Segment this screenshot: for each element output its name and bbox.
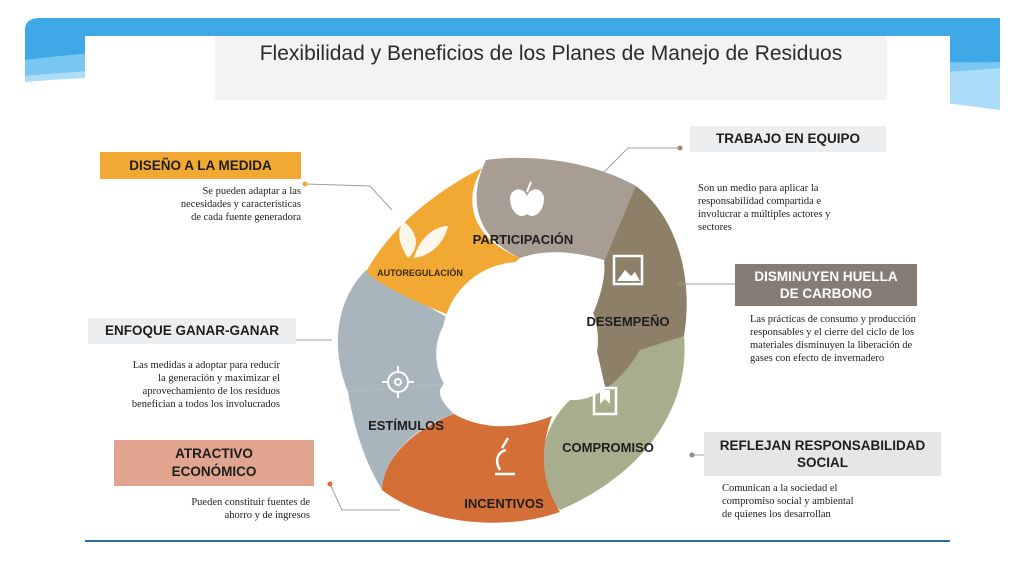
- label-desempeno: DESEMPEÑO: [586, 314, 669, 329]
- segment-compromiso: [542, 336, 685, 510]
- header-atractivo: ATRACTIVO ECONÓMICO: [114, 440, 314, 486]
- header-diseno: DISEÑO A LA MEDIDA: [100, 152, 301, 179]
- center-hole: [442, 262, 598, 418]
- microscope-icon: [495, 437, 515, 476]
- segment-estimulos-lower: [348, 384, 454, 490]
- label-estimulos: ESTÍMULOS: [368, 418, 444, 433]
- desc-ganar: Las medidas a adoptar para reducir la ge…: [131, 360, 280, 410]
- segment-participacion: [476, 157, 636, 262]
- desc-diseno: Se pueden adaptar a las necesidades y ca…: [180, 186, 301, 223]
- picture-icon: [612, 254, 644, 286]
- label-compromiso: COMPROMISO: [562, 440, 654, 455]
- desc-atractivo: Pueden constituir fuentes de ahorro y de…: [191, 497, 310, 521]
- header-huella: DISMINUYEN HUELLA DE CARBONO: [735, 264, 917, 306]
- title-box: [215, 36, 887, 100]
- label-incentivos: INCENTIVOS: [464, 496, 544, 511]
- desc-social: Comunican a la sociedad el compromiso so…: [722, 483, 854, 520]
- header-trabajo: TRABAJO EN EQUIPO: [690, 126, 886, 152]
- label-autoregulacion: AUTOREGULACIÓN: [377, 267, 463, 278]
- leaves-icon: [399, 222, 448, 258]
- desc-trabajo: Son un medio para aplicar la responsabil…: [698, 183, 831, 233]
- target-icon: [382, 366, 414, 398]
- page-title: Flexibilidad y Beneficios de los Planes …: [259, 42, 843, 65]
- apple-icon: [510, 181, 544, 217]
- header-social: REFLEJAN RESPONSABILIDAD SOCIAL: [704, 432, 941, 476]
- segment-estimulos: [337, 270, 448, 392]
- connector-dots-brown: [677, 145, 695, 458]
- segment-incentivos: [382, 414, 560, 523]
- bookmark-icon: [592, 386, 618, 416]
- connector-dot-orange: [327, 481, 333, 487]
- desc-huella: Las prácticas de consumo y producción re…: [750, 314, 916, 364]
- connector-dots: [302, 181, 308, 187]
- header-ganar: ENFOQUE GANAR-GANAR: [88, 318, 296, 344]
- label-participacion: PARTICIPACIÓN: [473, 232, 574, 247]
